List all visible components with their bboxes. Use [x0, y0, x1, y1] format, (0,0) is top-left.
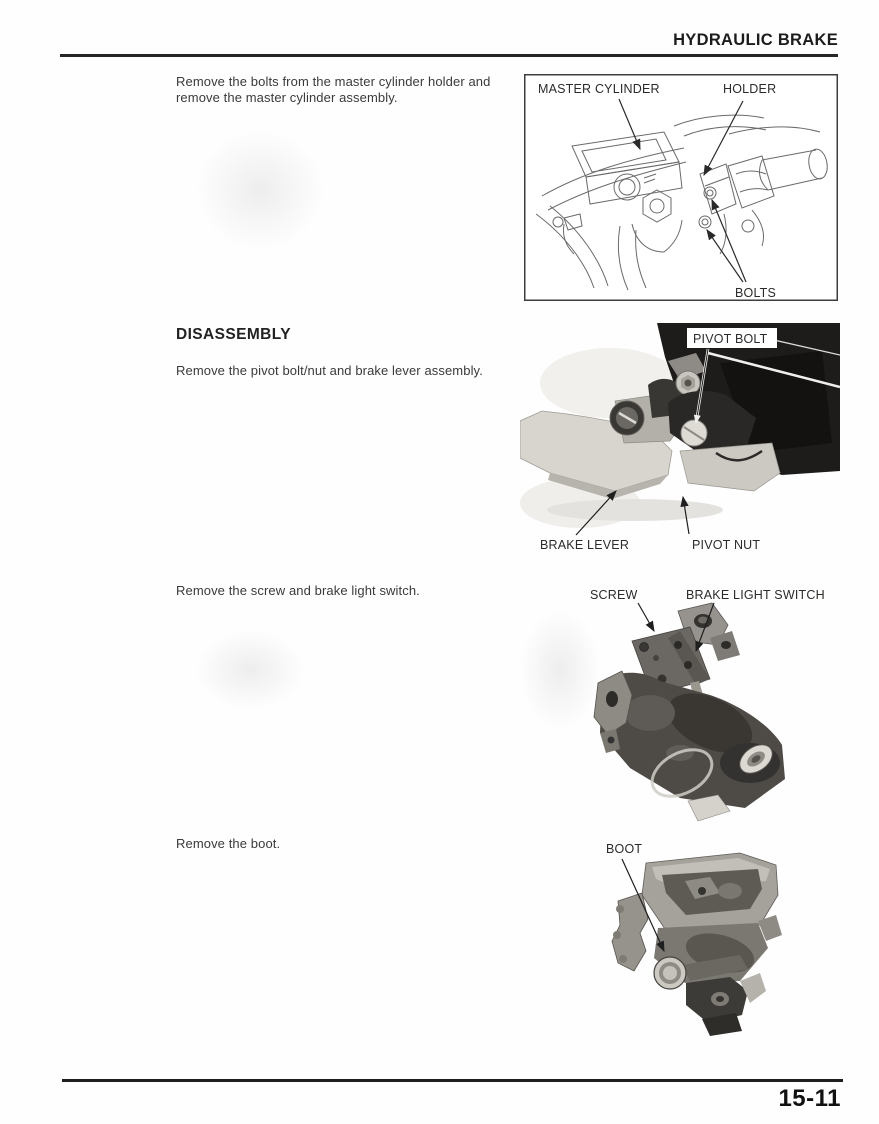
callout-arrows — [637, 602, 715, 653]
label-brake-lever: BRAKE LEVER — [540, 538, 629, 552]
figure-master-cylinder: MASTER CYLINDER HOLDER BOLTS — [524, 74, 838, 306]
brake-lever-photo — [519, 323, 841, 528]
figure-border — [524, 74, 838, 301]
scan-artifact — [195, 130, 325, 250]
callout-arrows — [618, 98, 747, 283]
figure-brake-light-switch: SCREW BRAKE LIGHT SWITCH — [560, 583, 840, 828]
instruction-step-3: Remove the screw and brake light switch. — [176, 583, 420, 598]
figure-brake-lever: PIVOT BOLT BRAKE LEVER PIVOT NUT — [519, 323, 841, 558]
label-brake-light-switch: BRAKE LIGHT SWITCH — [686, 588, 825, 602]
label-bolts: BOLTS — [735, 286, 776, 300]
instruction-step-4: Remove the boot. — [176, 836, 281, 851]
boot-photo — [611, 852, 782, 1036]
label-master-cylinder: MASTER CYLINDER — [538, 82, 660, 96]
instruction-step-2: Remove the pivot bolt/nut and brake leve… — [176, 363, 483, 378]
callout-arrows — [621, 858, 665, 953]
instruction-step-1: Remove the bolts from the master cylinde… — [176, 74, 491, 105]
brake-light-switch-photo — [593, 602, 785, 822]
pivot-bolt-label-box — [687, 328, 777, 348]
page-number: 15-11 — [778, 1085, 841, 1112]
label-pivot-nut: PIVOT NUT — [692, 538, 760, 552]
label-boot: BOOT — [606, 842, 642, 856]
figure-boot: BOOT — [590, 833, 820, 1043]
disassembly-heading: DISASSEMBLY — [176, 326, 291, 343]
header-rule — [60, 54, 838, 57]
callout-arrows — [575, 348, 710, 536]
footer-rule — [62, 1079, 843, 1082]
label-pivot-bolt: PIVOT BOLT — [693, 332, 768, 346]
scan-artifact — [195, 630, 305, 710]
page-title: HYDRAULIC BRAKE — [673, 31, 838, 49]
label-holder: HOLDER — [723, 82, 776, 96]
handlebar-line-art — [535, 114, 828, 291]
label-screw: SCREW — [590, 588, 638, 602]
